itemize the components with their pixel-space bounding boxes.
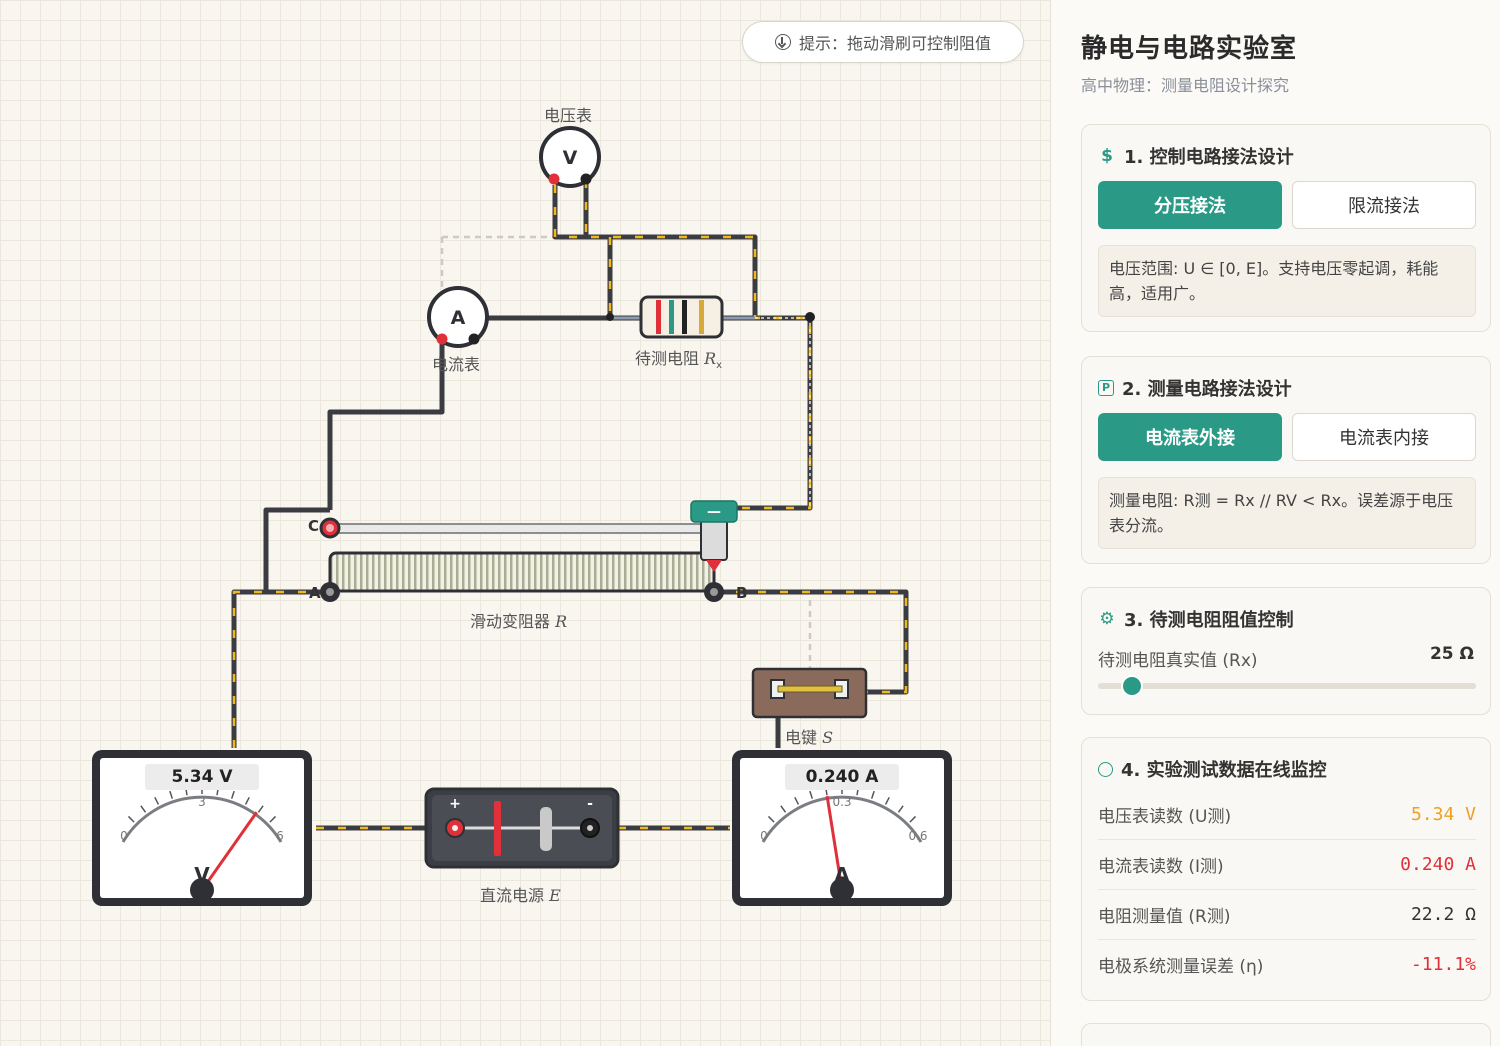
circuit-canvas: V A <box>0 0 1050 1046</box>
data-monitor-card: 4. 实验测试数据在线监控 电压表读数 (U测) 5.34 V 电流表读数 (I… <box>1081 737 1491 1001</box>
current-reading-value: 0.240 A <box>1400 853 1476 875</box>
voltmeter-reading-box <box>145 764 259 790</box>
meter-tick <box>884 796 890 805</box>
voltmeter-needle <box>200 811 258 891</box>
resistance-reading-row: 电阻测量值 (R测) 22.2 Ω <box>1098 889 1476 940</box>
voltage-reading-value: 5.34 V <box>1410 803 1476 825</box>
meter-tick <box>269 815 277 823</box>
source-plus: + <box>449 796 461 812</box>
meter-tick <box>257 805 264 813</box>
rheostat-slider[interactable]: — <box>690 500 738 572</box>
meter-tick <box>767 815 775 823</box>
page-title: 静电与电路实验室 <box>1081 34 1298 64</box>
section1-description: 电压范围: U ∈ [0, E]。支持电压零起调，耗能高，适用广。 <box>1098 245 1476 317</box>
measure-circuit-card: P 2. 测量电路接法设计 电流表外接 电流表内接 测量电阻: R测 = Rx … <box>1081 356 1491 564</box>
rx-slider-thumb[interactable] <box>1123 677 1142 695</box>
divider-mode-button[interactable]: 分压接法 <box>1098 181 1282 229</box>
resistor-label: 待测电阻 Rx <box>635 349 723 372</box>
voltage-reading-row: 电压表读数 (U测) 5.34 V <box>1098 789 1476 840</box>
resistance-reading-value: 22.2 Ω <box>1410 903 1476 925</box>
rheostat[interactable] <box>319 517 724 602</box>
ammeter-reading-box <box>785 764 899 790</box>
error-reading-row: 电极系统测量误差 (η) -11.1% <box>1098 953 1476 977</box>
meter-tick <box>140 805 147 813</box>
hint-text: 提示：拖动滑刷可控制阻值 <box>798 34 991 53</box>
vm-tick-0: 0 <box>120 829 128 843</box>
dollar-icon: $ <box>1101 146 1113 166</box>
meter-tick <box>230 790 235 799</box>
gear-icon: ⚙ <box>1099 609 1115 629</box>
vm-symbol: V <box>194 863 210 887</box>
current-reading-row: 电流表读数 (I测) 0.240 A <box>1098 839 1476 890</box>
ammeter-external-button[interactable]: 电流表外接 <box>1098 413 1282 461</box>
meter-tick <box>169 790 174 799</box>
vm-tick-mid: 3 <box>198 795 206 809</box>
am-tick-0: 0 <box>760 829 768 843</box>
meter-tick <box>244 796 250 805</box>
next-card <box>1081 1023 1491 1046</box>
pie-chart-icon <box>1098 761 1113 777</box>
voltmeter-label: 电压表 <box>544 106 593 125</box>
section1-header: $ 1. 控制电路接法设计 <box>1098 143 1294 169</box>
ammeter: A <box>427 286 489 348</box>
meter-tick <box>909 815 917 823</box>
resistor-rx <box>606 295 815 339</box>
rheostat-label: 滑动变阻器 R <box>470 612 568 631</box>
voltmeter-reading: 5.34 V <box>171 767 233 787</box>
rx-slider-track[interactable] <box>1098 677 1476 695</box>
control-circuit-card: $ 1. 控制电路接法设计 分压接法 限流接法 电压范围: U ∈ [0, E]… <box>1081 124 1491 332</box>
download-circle-icon <box>774 34 791 50</box>
slider-symbol: — <box>707 504 721 520</box>
meter-tick <box>897 805 904 813</box>
am-symbol: A <box>834 863 850 887</box>
section2-description: 测量电阻: R测 = Rx // RV < Rx。误差源于电压表分流。 <box>1098 477 1476 549</box>
section3-header: ⚙ 3. 待测电阻阻值控制 <box>1099 609 1294 631</box>
rx-slider-label: 待测电阻真实值 (Rx) <box>1098 651 1258 671</box>
meter-tick <box>780 805 787 813</box>
node-b-label: B <box>736 584 747 602</box>
ammeter-internal-button[interactable]: 电流表内接 <box>1292 413 1476 461</box>
node-c-label: C <box>308 517 319 535</box>
resistance-control-card: ⚙ 3. 待测电阻阻值控制 待测电阻真实值 (Rx) 25 Ω <box>1081 587 1491 715</box>
meter-tick <box>870 790 875 799</box>
rx-slider-value: 25 Ω <box>1429 644 1474 664</box>
source-minus: - <box>587 796 593 812</box>
meter-tick <box>127 815 135 823</box>
meter-tick <box>794 796 800 805</box>
page-subtitle: 高中物理：测量电阻设计探究 <box>1081 76 1290 95</box>
error-reading-value: -11.1% <box>1410 953 1476 975</box>
section2-header: P 2. 测量电路接法设计 <box>1098 375 1292 401</box>
ammeter-needle <box>825 795 844 891</box>
vm-tick-max: 6 <box>276 829 284 843</box>
voltmeter-symbol: V <box>563 147 578 169</box>
source-label: 直流电源 E <box>480 886 561 905</box>
switch-label: 电键 S <box>785 728 834 747</box>
ammeter-reading: 0.240 A <box>805 767 879 787</box>
am-tick-mid: 0.3 <box>832 795 851 809</box>
meter-tick <box>809 790 814 799</box>
section4-header: 4. 实验测试数据在线监控 <box>1098 756 1327 782</box>
hint-pill: 提示：拖动滑刷可控制阻值 <box>742 21 1024 63</box>
limiter-mode-button[interactable]: 限流接法 <box>1292 181 1476 229</box>
node-a-label: A <box>309 584 321 602</box>
dc-source: + - <box>424 787 620 869</box>
ammeter-label: 电流表 <box>432 355 481 374</box>
meter-tick <box>154 796 160 805</box>
sidebar: 静电与电路实验室 高中物理：测量电阻设计探究 $ 1. 控制电路接法设计 分压接… <box>1050 0 1500 1046</box>
am-tick-max: 0.6 <box>908 829 927 843</box>
switch-s[interactable] <box>751 667 868 719</box>
voltmeter: V <box>539 126 601 188</box>
voltmeter-guide-line <box>440 235 555 290</box>
parking-icon: P <box>1098 380 1114 396</box>
ammeter-symbol: A <box>451 307 466 329</box>
